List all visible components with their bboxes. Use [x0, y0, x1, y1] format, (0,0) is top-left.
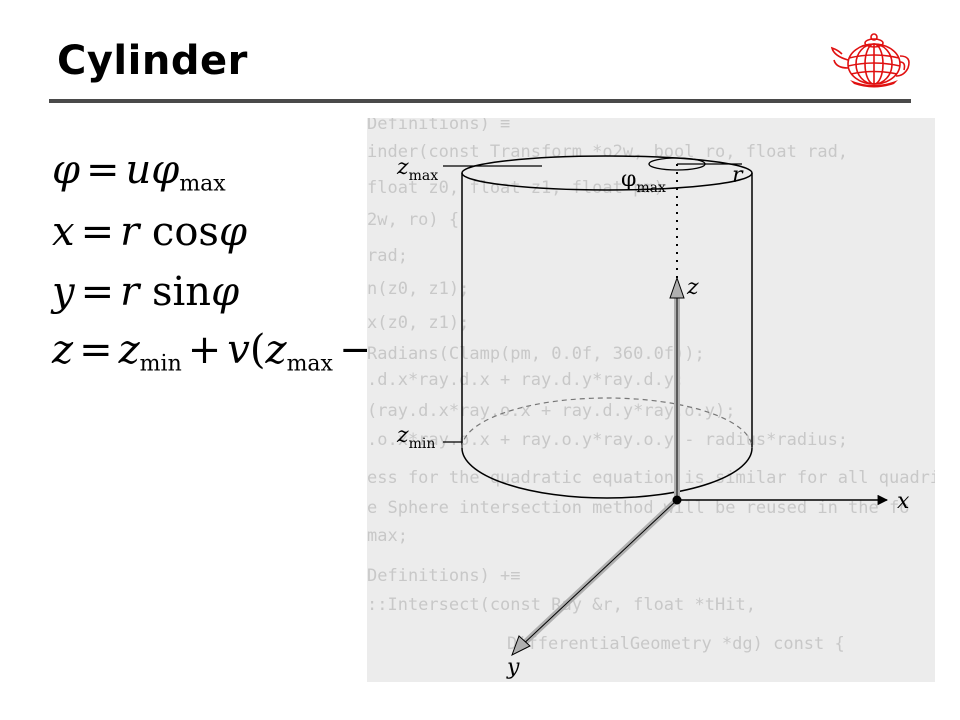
eq-z-equals: =	[79, 327, 113, 373]
cylinder-bottom-back-arc	[461, 397, 753, 449]
background-code-line: Radians(Clamp(pm, 0.0f, 360.0f));	[367, 344, 705, 364]
z-min-label: zmin	[396, 423, 435, 452]
eq-phi-u: u	[125, 147, 152, 193]
title-divider	[49, 99, 911, 103]
background-code-text: Definitions) ≡ inder(const Transform *o2w…	[367, 118, 935, 682]
equation-phi: φ=uφmax	[52, 150, 226, 196]
cylinder-figure: Definitions) ≡ inder(const Transform *o2w…	[367, 118, 935, 682]
background-code-line: float z0, float z1, float pm)	[367, 178, 664, 198]
background-code-line: (ray.d.x*ray.o.x + ray.d.y*ray.o.y);	[367, 401, 736, 421]
eq-z-plus: +	[187, 327, 222, 373]
background-code-line: DifferentialGeometry *dg) const {	[507, 634, 845, 654]
background-code-line: Definitions) +≡	[367, 566, 521, 586]
eq-z-lhs: z	[52, 327, 74, 373]
background-code-line: e Sphere intersection method will be reu…	[367, 498, 910, 518]
eq-phi-phi: φ	[151, 147, 180, 193]
background-code-line: n(z0, z1);	[367, 279, 470, 299]
eq-y-r: r	[120, 269, 140, 315]
background-code-line: 2w, ro) {	[367, 210, 460, 230]
eq-y-lhs: y	[52, 269, 75, 315]
eq-x-r: r	[120, 209, 140, 255]
background-code-line: x(z0, z1);	[367, 313, 470, 333]
eq-phi-sub: max	[179, 171, 226, 197]
eq-phi-lhs: φ	[52, 147, 81, 193]
background-code-line: rad;	[367, 246, 408, 266]
y-axis-arrowhead	[511, 635, 531, 657]
background-code-line: Definitions) ≡	[367, 118, 511, 134]
eq-z-minus: −	[338, 327, 373, 373]
y-axis-outline	[518, 499, 678, 649]
eq-x-cos: cos	[151, 209, 219, 255]
eq-x-phi: φ	[218, 209, 247, 255]
phi-max-label: φmax	[621, 167, 666, 196]
equation-y: y=r sinφ	[52, 272, 239, 312]
z-max-label: zmax	[396, 155, 438, 184]
eq-y-equals: =	[80, 269, 115, 315]
eq-y-phi: φ	[211, 269, 240, 315]
x-axis-label: x	[897, 489, 910, 514]
eq-z-sub-max: max	[286, 351, 333, 377]
teapot-logo-icon	[830, 33, 910, 88]
eq-y-sin: sin	[151, 269, 212, 315]
radius-label: r	[732, 163, 744, 188]
cylinder-bottom-front-arc	[461, 447, 753, 499]
eq-z-sub-min: min	[139, 351, 182, 377]
y-axis-label: y	[506, 655, 520, 680]
background-code-line: ess for the quadratic equation is simila…	[367, 468, 935, 488]
eq-phi-equals: =	[86, 147, 120, 193]
background-code-line: inder(const Transform *o2w, bool ro, flo…	[367, 142, 849, 162]
z-axis-label: z	[686, 275, 699, 300]
z-axis-arrowhead	[669, 276, 685, 299]
eq-z-open-paren: (	[249, 327, 266, 373]
eq-z-v: v	[227, 327, 250, 373]
eq-x-equals: =	[80, 209, 115, 255]
origin-point	[672, 495, 682, 505]
background-code-line: .d.x*ray.d.x + ray.d.y*ray.d.y;	[367, 370, 685, 390]
background-code-line: .o.x*ray.o.x + ray.o.y*ray.o.y - radius*…	[367, 430, 849, 450]
cylinder-top-ellipse	[461, 155, 753, 191]
eq-x-lhs: x	[52, 209, 75, 255]
page-title: Cylinder	[57, 38, 248, 84]
equation-x: x=r cosφ	[52, 212, 247, 252]
eq-z-z2: z	[265, 327, 287, 373]
cylinder-diagram: zmax zmin φmax r z x y	[396, 155, 910, 680]
eq-z-z1: z	[118, 327, 140, 373]
background-code-line: max;	[367, 526, 408, 546]
